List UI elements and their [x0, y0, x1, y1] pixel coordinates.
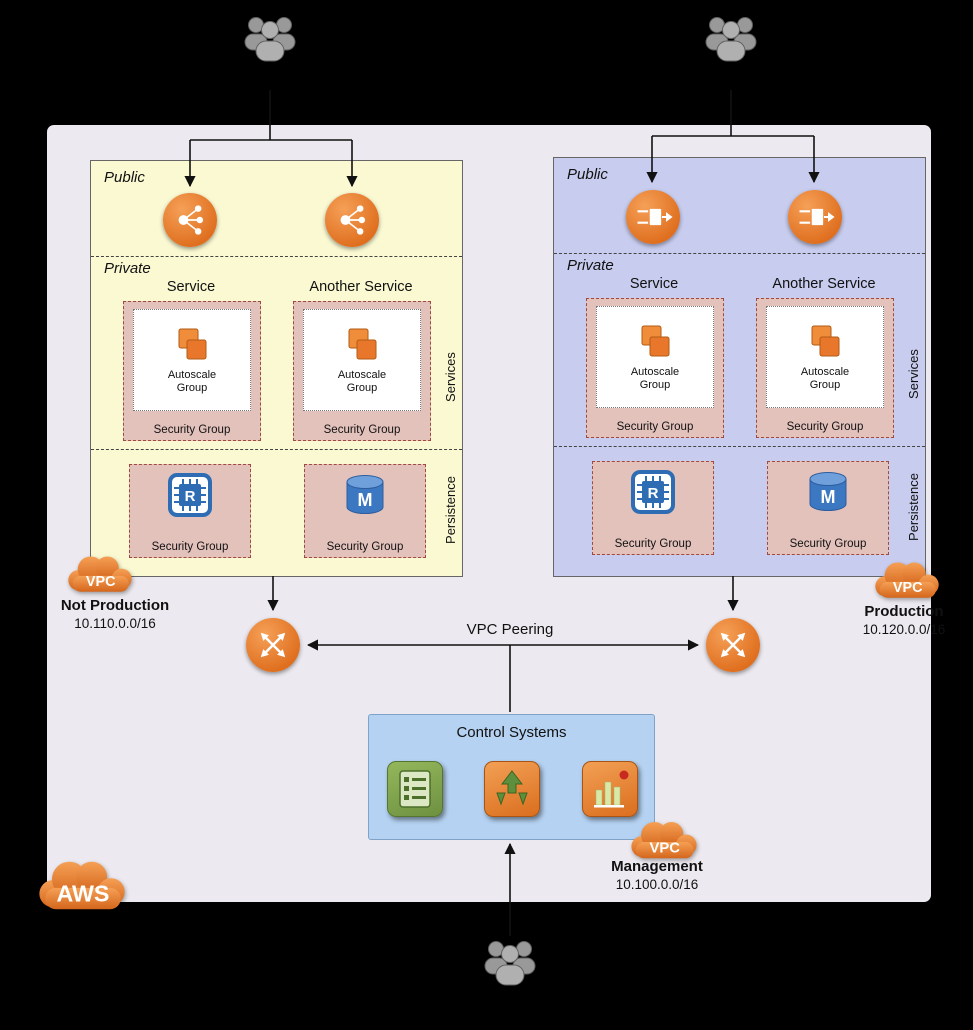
peering-glyph [260, 632, 286, 658]
vpc-peering-gateway-icon [706, 618, 760, 672]
deploy-split-arrows-icon [484, 761, 540, 817]
autoscale-group-label: Autoscale Group [630, 365, 680, 391]
services-side-label: Services [906, 349, 921, 399]
security-group-label: Security Group [153, 424, 231, 436]
service-title: Another Service [309, 279, 413, 295]
security-group-box: R Security Group [592, 461, 714, 555]
security-group-box: Autoscale Group Security Group [123, 301, 261, 441]
autoscale-group-icon [811, 325, 840, 357]
monitoring-chart-icon [582, 761, 638, 817]
control-systems-title: Control Systems [456, 724, 567, 741]
autoscale-group-box: Autoscale Group [596, 306, 714, 408]
security-group-box: M Security Group [767, 461, 889, 555]
alb-glyph [637, 208, 673, 226]
autoscale-group-label: Autoscale Group [167, 368, 217, 394]
config-list-icon [387, 761, 443, 817]
security-group-box: R Security Group [129, 464, 251, 558]
vpc-name: Management [611, 858, 703, 875]
autoscale-group-label: Autoscale Group [337, 368, 387, 394]
service-title: Another Service [772, 276, 876, 292]
application-load-balancer-icon [626, 190, 680, 244]
security-group-label: Security Group [786, 421, 864, 433]
peering-glyph [720, 632, 746, 658]
database-m-icon: M [809, 472, 847, 511]
autoscale-group-icon [178, 328, 207, 360]
vpc-production: Public Private Service Another Service [553, 157, 926, 577]
services-persistence-divider [91, 449, 462, 450]
security-group-label: Security Group [326, 541, 404, 553]
autoscale-group-icon [641, 325, 670, 357]
persistence-side-label: Persistence [906, 473, 921, 541]
public-private-divider [554, 253, 925, 254]
vpc-name: Not Production [60, 597, 170, 614]
users-group-icon [244, 17, 296, 62]
svg-text:R: R [185, 488, 196, 505]
security-group-label: Security Group [151, 541, 229, 553]
service-title: Service [629, 276, 679, 292]
vpc-badge-text: VPC [86, 574, 116, 590]
service-title: Service [166, 279, 216, 295]
vpc-name: Production [864, 603, 944, 620]
services-side-label: Services [443, 352, 458, 402]
public-private-divider [91, 256, 462, 257]
security-group-box: Autoscale Group Security Group [293, 301, 431, 441]
vpc-cidr: 10.110.0.0/16 [74, 616, 156, 631]
database-m-icon: M [346, 475, 384, 514]
vpc-peering-gateway-icon [246, 618, 300, 672]
vpc-cidr: 10.100.0.0/16 [615, 877, 699, 892]
persistence-side-label: Persistence [443, 476, 458, 544]
private-subnet-label: Private [567, 257, 614, 274]
autoscale-group-box: Autoscale Group [303, 309, 421, 411]
redis-cache-icon: R [168, 473, 212, 517]
private-subnet-label: Private [104, 260, 151, 277]
svg-text:R: R [648, 485, 659, 502]
public-subnet-label: Public [567, 166, 608, 183]
security-group-label: Security Group [323, 424, 401, 436]
config-list-glyph [399, 770, 431, 808]
application-load-balancer-icon [788, 190, 842, 244]
security-group-box: M Security Group [304, 464, 426, 558]
services-persistence-divider [554, 446, 925, 447]
svg-text:M: M [358, 490, 373, 510]
vpc-badge-text: VPC [893, 580, 923, 596]
vpc-badge-text: VPC [650, 840, 681, 856]
security-group-label: Security Group [789, 538, 867, 550]
control-systems-box: Control Systems [368, 714, 655, 840]
vpc-peering-label: VPC Peering [466, 621, 554, 638]
users-group-icon [484, 941, 536, 986]
elb-glyph [178, 205, 204, 235]
vpc-cloud-icon: VPC [875, 562, 939, 598]
classic-load-balancer-icon [325, 193, 379, 247]
security-group-label: Security Group [616, 421, 694, 433]
aws-label-text: AWS [56, 880, 109, 906]
public-subnet-label: Public [104, 169, 145, 186]
deploy-glyph [496, 770, 528, 806]
redis-cache-icon: R [631, 470, 675, 514]
aws-cloud-icon: AWS [39, 861, 125, 910]
vpc-cloud-icon: VPC [68, 556, 132, 592]
autoscale-group-label: Autoscale Group [800, 365, 850, 391]
security-group-box: Autoscale Group Security Group [756, 298, 894, 438]
security-group-label: Security Group [614, 538, 692, 550]
chart-glyph [594, 770, 629, 808]
vpc-cidr: 10.120.0.0/16 [862, 622, 946, 637]
autoscale-group-icon [348, 328, 377, 360]
security-group-box: Autoscale Group Security Group [586, 298, 724, 438]
vpc-not-production: Public Private Service Another Service [90, 160, 463, 577]
users-group-icon [705, 17, 757, 62]
elb-glyph [340, 205, 366, 235]
vpc-cloud-icon: VPC [631, 821, 697, 859]
autoscale-group-box: Autoscale Group [133, 309, 251, 411]
autoscale-group-box: Autoscale Group [766, 306, 884, 408]
svg-text:M: M [821, 487, 836, 507]
classic-load-balancer-icon [163, 193, 217, 247]
alb-glyph [799, 208, 835, 226]
